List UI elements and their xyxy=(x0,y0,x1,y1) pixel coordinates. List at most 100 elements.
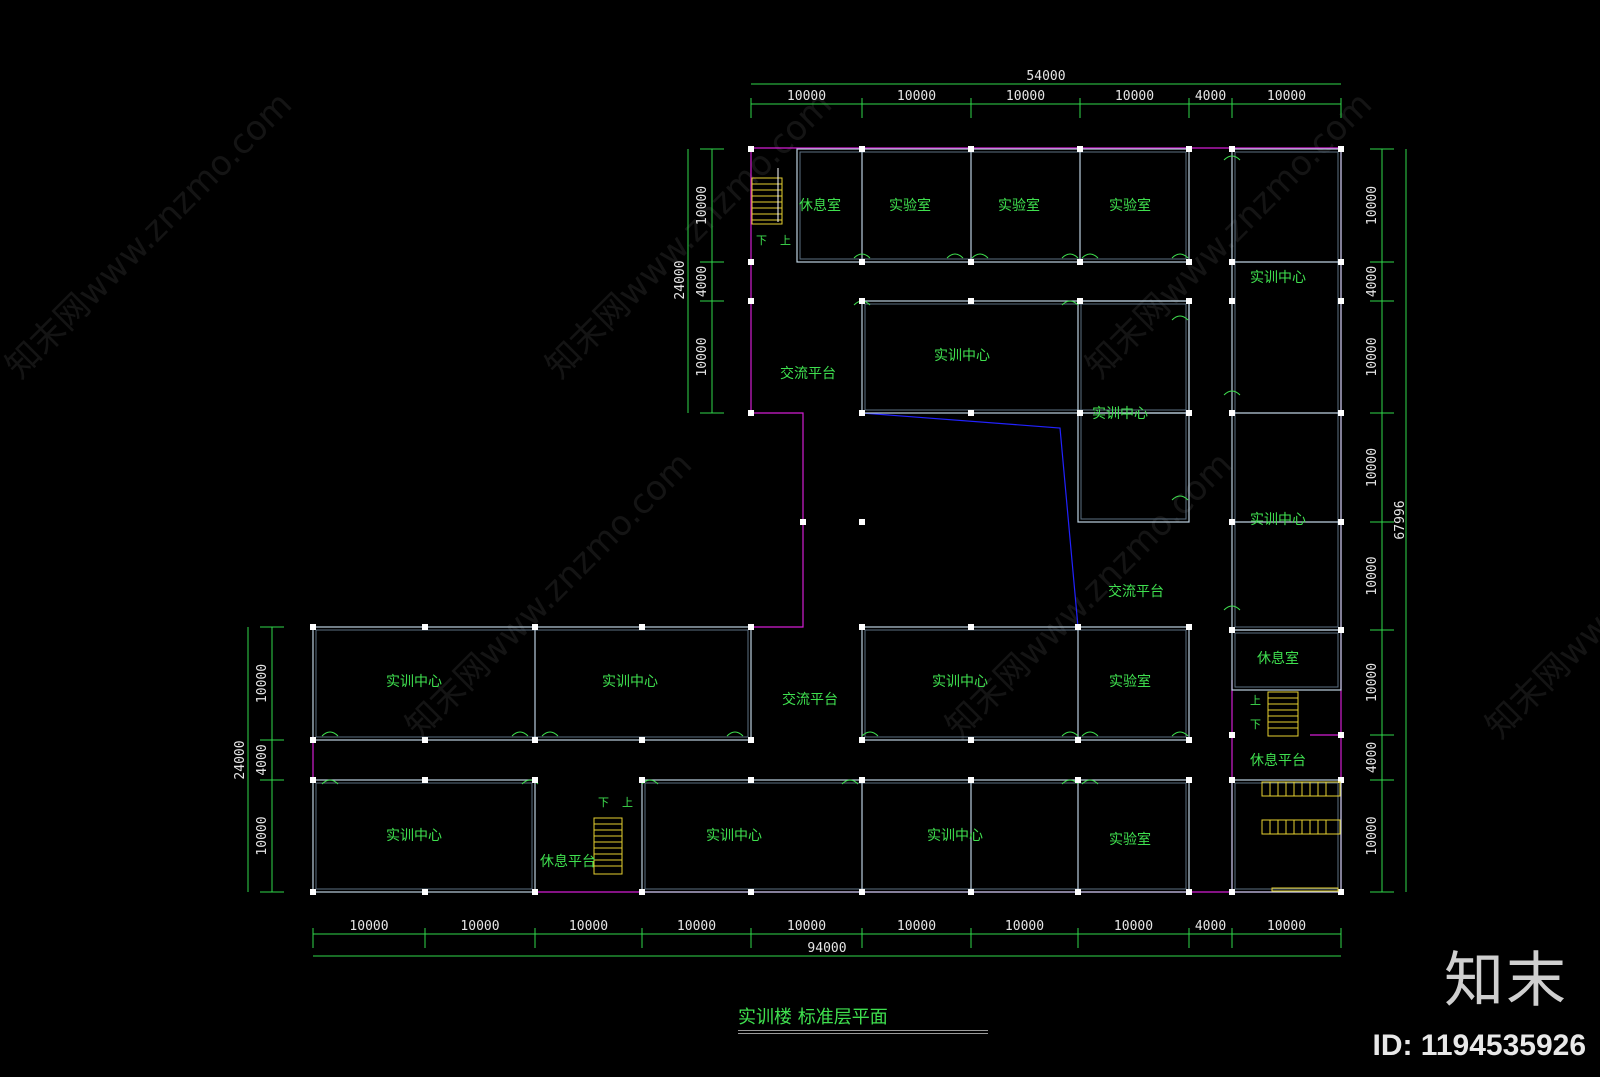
door-swing xyxy=(541,731,559,737)
dimension-label: 4000 xyxy=(1365,742,1380,773)
column xyxy=(859,624,865,630)
column xyxy=(1186,624,1192,630)
dimension-label: 10000 xyxy=(460,919,499,934)
column xyxy=(1186,410,1192,416)
dimension-label: 10000 xyxy=(787,89,826,104)
door-swing xyxy=(1081,731,1099,737)
column xyxy=(422,889,428,895)
column xyxy=(1229,298,1235,304)
column xyxy=(859,259,865,265)
column xyxy=(968,737,974,743)
wall-inner xyxy=(1234,151,1339,628)
wall-inner xyxy=(799,151,1187,260)
door-swing xyxy=(1171,731,1189,737)
stair-up-mark: 上 xyxy=(1250,694,1261,707)
dimension-label: 10000 xyxy=(1365,186,1380,225)
column xyxy=(639,737,645,743)
column xyxy=(1075,777,1081,783)
door-swing xyxy=(1171,315,1189,321)
column xyxy=(532,777,538,783)
dimension-label: 10000 xyxy=(897,919,936,934)
door-swing xyxy=(1223,390,1241,396)
column xyxy=(748,737,754,743)
column xyxy=(748,259,754,265)
dimension-label: 10000 xyxy=(1005,919,1044,934)
column xyxy=(1077,146,1083,152)
dimension-total-label: 24000 xyxy=(233,740,248,779)
column xyxy=(800,519,806,525)
room-label: 实训中心 xyxy=(1250,512,1306,528)
door-swing xyxy=(946,253,964,259)
column xyxy=(968,889,974,895)
columns xyxy=(310,146,1344,895)
column xyxy=(1338,259,1344,265)
dimension-label: 10000 xyxy=(787,919,826,934)
dimension-total-label: 24000 xyxy=(673,260,688,299)
door-swing xyxy=(1061,300,1079,306)
stair-right: 上 下 xyxy=(1250,691,1299,737)
column xyxy=(422,777,428,783)
dimension-label: 10000 xyxy=(1365,337,1380,376)
column xyxy=(859,737,865,743)
column xyxy=(968,146,974,152)
door-swing xyxy=(861,731,879,737)
brand-id: ID: 1194535926 xyxy=(1372,1029,1586,1062)
dimension-label: 4000 xyxy=(1195,89,1226,104)
room-label: 实验室 xyxy=(1109,673,1151,690)
dimension-label: 10000 xyxy=(695,186,710,225)
wall-outline xyxy=(861,626,1190,741)
wall-inner xyxy=(1234,632,1339,688)
column xyxy=(1229,889,1235,895)
column xyxy=(1229,519,1235,525)
room-label: 休息平台 xyxy=(1250,752,1306,769)
dimension-label: 10000 xyxy=(569,919,608,934)
room-label: 交流平台 xyxy=(1108,583,1164,600)
door-swing xyxy=(321,779,339,785)
dimension-label: 4000 xyxy=(255,744,270,775)
column xyxy=(1075,889,1081,895)
room-label: 实训中心 xyxy=(927,828,983,844)
column xyxy=(1186,777,1192,783)
column xyxy=(1338,146,1344,152)
door-swing xyxy=(853,253,871,259)
column xyxy=(1077,298,1083,304)
column xyxy=(310,737,316,743)
wall-inner xyxy=(644,782,1187,890)
door-swing xyxy=(726,731,744,737)
column xyxy=(1338,889,1344,895)
drawing-title: 实训楼 标准层平面 xyxy=(738,1007,888,1028)
column xyxy=(968,777,974,783)
room-label: 实训中心 xyxy=(932,674,988,690)
dimension-label: 10000 xyxy=(1365,816,1380,855)
column xyxy=(748,410,754,416)
column xyxy=(1077,410,1083,416)
column xyxy=(532,737,538,743)
column xyxy=(422,624,428,630)
dimension-label: 10000 xyxy=(255,816,270,855)
door-swing xyxy=(841,779,859,785)
column xyxy=(1338,777,1344,783)
wall-outline xyxy=(641,779,1190,893)
column xyxy=(859,146,865,152)
watermark-text: 知末网www.znzmo.com xyxy=(398,444,700,746)
room-label: 交流平台 xyxy=(782,691,838,708)
room-label: 休息室 xyxy=(1257,650,1299,667)
dimension-label: 10000 xyxy=(1365,556,1380,595)
stair-bottom: 下 上 xyxy=(593,796,633,875)
title-underline xyxy=(738,1030,988,1034)
wall-outline xyxy=(312,626,752,741)
door-swing xyxy=(1081,253,1099,259)
column xyxy=(639,777,645,783)
column xyxy=(748,777,754,783)
watermark-text: 知末网www.znzmo.com xyxy=(538,84,840,386)
column xyxy=(968,259,974,265)
door-swing xyxy=(1171,253,1189,259)
door-swing xyxy=(1171,495,1189,501)
room-labels: 休息室实验室实验室实验室实训中心交流平台实训中心实训中心实训中心交流平台休息室实… xyxy=(386,197,1306,870)
column xyxy=(1229,777,1235,783)
column xyxy=(1338,519,1344,525)
dimension-label: 10000 xyxy=(1006,89,1045,104)
wall-inner xyxy=(1234,782,1339,890)
